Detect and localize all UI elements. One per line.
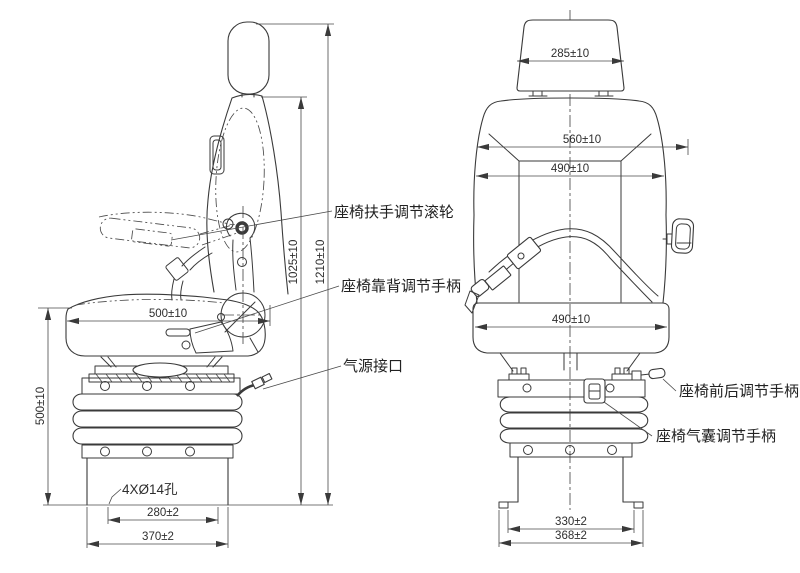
side-cushion-seam <box>75 299 225 306</box>
dim-overall-height: 1210±10 <box>315 240 327 285</box>
label-backrest-handle: 座椅靠背调节手柄 <box>341 277 461 295</box>
side-backrest-phantom-contour <box>215 107 265 253</box>
side-bellows <box>72 393 243 445</box>
dim-backrest-inner-width: 490±10 <box>551 163 589 175</box>
front-dimensions: 285±10 560±10 490±10 490±10 330±2 368±2 <box>475 48 689 547</box>
side-cushion <box>65 293 266 357</box>
front-headrest <box>516 19 625 92</box>
side-air-hose <box>236 373 273 397</box>
front-bellows <box>499 396 649 444</box>
side-backrest-outline <box>206 93 289 295</box>
side-boot-roll <box>132 362 188 378</box>
front-air-valve <box>583 378 606 404</box>
side-seat-belt <box>165 246 213 301</box>
dim-base-width: 370±2 <box>142 531 174 543</box>
dim-hole-spacing: 280±2 <box>147 507 179 519</box>
front-headrest-posts <box>528 90 614 97</box>
dim-backrest-width: 560±10 <box>563 134 601 146</box>
side-belt-guide-slot <box>212 139 222 171</box>
front-cushion <box>472 302 670 354</box>
belt-strap-end <box>464 290 480 314</box>
dim-base-outer-width: 368±2 <box>555 530 587 542</box>
side-suspension <box>81 356 241 395</box>
label-air-spring-handle: 座椅气囊调节手柄 <box>656 427 776 445</box>
dim-cushion-width: 490±10 <box>552 314 590 326</box>
side-slide-lever <box>165 321 234 354</box>
label-fore-aft-handle: 座椅前后调节手柄 <box>679 382 799 400</box>
front-backrest-outline <box>473 97 667 304</box>
dim-backrest-height: 1025±10 <box>288 240 300 285</box>
label-armrest-roller: 座椅扶手调节滚轮 <box>334 203 454 221</box>
belt-buckle <box>506 236 542 270</box>
front-seat-belt <box>464 228 659 314</box>
front-backrest-inner-panel <box>518 160 622 303</box>
dim-headrest-width: 285±10 <box>551 48 589 60</box>
dim-cushion-depth: 500±10 <box>149 308 187 320</box>
side-headrest <box>227 21 270 95</box>
front-view: 285±10 560±10 490±10 490±10 330±2 368±2 … <box>464 10 799 547</box>
front-armrest-folded <box>662 218 695 254</box>
label-air-inlet: 气源接口 <box>343 357 403 375</box>
front-callouts: 座椅前后调节手柄 座椅气囊调节手柄 <box>603 378 799 445</box>
side-belt-guide <box>209 135 225 175</box>
dim-base-inner-width: 330±2 <box>555 516 587 528</box>
side-base <box>43 444 333 506</box>
side-callouts: 座椅扶手调节滚轮 座椅靠背调节手柄 气源接口 <box>170 203 461 390</box>
side-view: 500±10 500±10 1025±10 1210±10 280±2 370±… <box>35 21 461 548</box>
front-base <box>498 442 644 509</box>
front-fore-aft-handle <box>631 367 666 381</box>
side-dimensions: 500±10 500±10 1025±10 1210±10 280±2 370±… <box>35 23 334 548</box>
side-armrest-phantom <box>98 211 241 249</box>
dim-seat-height: 500±10 <box>35 387 47 425</box>
note-mount-holes: 4XØ14孔 <box>122 482 178 497</box>
side-recliner-detail-circle <box>217 206 266 346</box>
front-suspension <box>497 352 646 398</box>
